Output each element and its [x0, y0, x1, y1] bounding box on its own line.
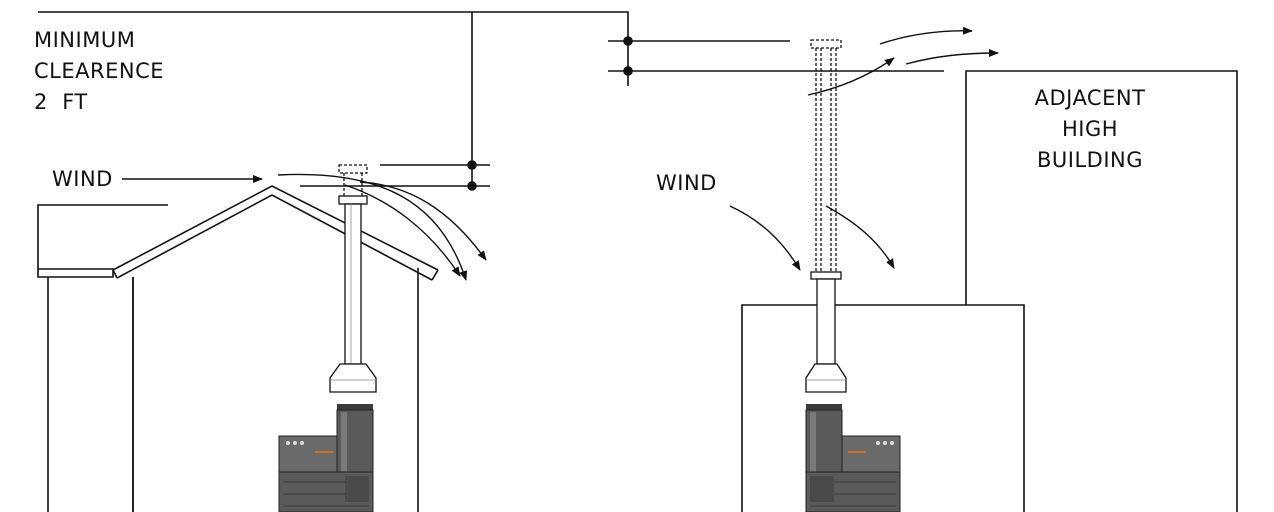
adjacent-building-label-line-1: ADJACENT [1034, 86, 1146, 110]
clearance-label-line-1: MINIMUM [34, 28, 136, 52]
right-chimney [805, 39, 847, 393]
right-flow-arrow-bottom [905, 49, 999, 65]
right-stove-flue-highlight [810, 412, 816, 478]
right-draft-hood [805, 363, 847, 393]
right-stove-knob-2 [883, 441, 887, 445]
roof-left-end [112, 269, 118, 279]
wind-label-right: WIND [656, 171, 717, 195]
house-annex-outline [37, 204, 168, 269]
right-house-outline [741, 304, 1025, 512]
left-stove [278, 404, 374, 512]
roof-outer [112, 185, 439, 271]
clearance-label-line-2: CLEARENCE [34, 59, 164, 83]
clearance-label-line-3: 2 FT [34, 90, 88, 114]
right-stove-collar [806, 404, 842, 412]
right-dimension-leader [472, 11, 629, 86]
dimension-dot-top [467, 160, 477, 170]
chimney-cap-dashed [338, 164, 368, 174]
adjacent-building-label-line-2: HIGH [1061, 117, 1119, 141]
right-dimension-dot-bottom [623, 66, 633, 76]
stove-knob-1 [286, 441, 290, 445]
right-flow-arrow-top [879, 26, 973, 45]
stove-vent-grille [345, 476, 369, 502]
right-downdraft-arrow [825, 205, 895, 269]
right-stove-vent-grille [810, 476, 834, 502]
stove-collar [337, 404, 373, 412]
right-updraft-arrow [807, 57, 895, 96]
stove-knob-2 [293, 441, 297, 445]
wind-label-left: WIND [52, 167, 113, 191]
left-chimney [329, 164, 377, 393]
right-chimney-collar [810, 271, 842, 280]
stove-knob-3 [300, 441, 304, 445]
deflected-flow-arrow-2 [359, 181, 487, 261]
chimney-pipe [344, 203, 362, 365]
right-chimney-pipe [816, 278, 836, 365]
right-chimney-cap-dashed [810, 39, 842, 49]
dimension-dot-bottom [467, 181, 477, 191]
stove-flue-highlight [341, 412, 347, 478]
left-house [37, 185, 439, 512]
right-wind-arrow [729, 205, 801, 271]
right-stove-knob-3 [890, 441, 894, 445]
roof-eave [37, 268, 114, 278]
deflected-flow-arrow-3 [344, 184, 461, 277]
chimney-collar [338, 195, 368, 205]
roof-inner [116, 194, 433, 281]
adjacent-building-label-line-3: BUILDING [1036, 148, 1144, 172]
right-stove [805, 404, 901, 512]
draft-hood [329, 363, 377, 393]
right-dimension-dot-top [623, 36, 633, 46]
left-wind-arrows [122, 173, 487, 281]
right-house [741, 70, 1238, 512]
adjacent-building-outline [965, 70, 1238, 512]
right-stove-knob-1 [876, 441, 880, 445]
right-dimension [472, 11, 944, 86]
deflected-flow-arrow-1 [277, 173, 468, 281]
roof-right-end [431, 269, 439, 281]
right-wind-arrows [729, 26, 999, 271]
